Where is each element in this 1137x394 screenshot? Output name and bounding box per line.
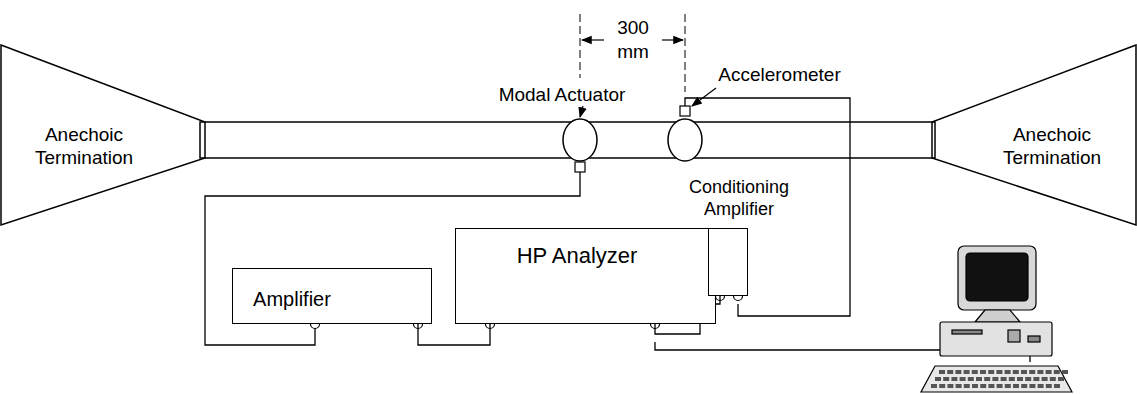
reference-line — [580, 14, 581, 78]
key — [931, 384, 937, 388]
key — [1029, 370, 1035, 374]
key — [972, 370, 978, 374]
key — [976, 377, 982, 381]
keyboard-keys — [931, 370, 1068, 388]
node-label: Anechoic Termination — [982, 124, 1122, 170]
analyzer-box: HP Analyzer — [455, 228, 716, 324]
signal-wire — [418, 324, 490, 345]
amplifier-box: Amplifier — [232, 268, 432, 324]
key — [968, 377, 974, 381]
key — [1037, 370, 1043, 374]
key — [1029, 384, 1035, 388]
key — [1005, 370, 1011, 374]
key — [1017, 377, 1023, 381]
reference-line — [685, 14, 686, 92]
key — [951, 377, 957, 381]
key — [964, 384, 970, 388]
key — [939, 384, 945, 388]
conditioning-amplifier: Conditioning Amplifier — [708, 228, 748, 296]
key — [1050, 377, 1056, 381]
dimension-label: 300 mm — [606, 16, 660, 64]
node-label: HP Analyzer — [455, 243, 700, 269]
node-label: Conditioning Amplifier — [679, 177, 799, 220]
key — [1013, 370, 1019, 374]
key — [1005, 384, 1011, 388]
key — [1021, 384, 1027, 388]
key — [939, 370, 945, 374]
anechoic-termination: Anechoic Termination — [930, 44, 1137, 226]
key — [1013, 384, 1019, 388]
key — [1054, 370, 1060, 374]
leader-arrow — [692, 88, 716, 106]
accelerometer-ring — [668, 119, 702, 161]
key — [980, 370, 986, 374]
key — [1054, 384, 1060, 388]
key — [1062, 370, 1068, 374]
key — [956, 384, 962, 388]
key — [1021, 370, 1027, 374]
key — [996, 370, 1002, 374]
key — [935, 377, 941, 381]
part-label: Accelerometer — [712, 64, 847, 87]
key — [988, 384, 994, 388]
key — [980, 384, 986, 388]
modal-actuator — [563, 119, 597, 161]
key — [997, 384, 1003, 388]
node-label: Amplifier — [237, 287, 347, 311]
dimension-arrow — [662, 39, 683, 40]
key — [1058, 377, 1064, 381]
node-label: Anechoic Termination — [14, 124, 154, 170]
actuator-connector — [575, 162, 585, 172]
accelerometer — [680, 106, 690, 116]
key — [1033, 377, 1039, 381]
computer — [921, 246, 1072, 392]
key — [992, 377, 998, 381]
key — [988, 370, 994, 374]
key — [964, 370, 970, 374]
horn-outline — [1, 45, 205, 225]
anechoic-termination: Anechoic Termination — [0, 44, 207, 226]
horn-outline — [932, 45, 1136, 225]
key — [1001, 377, 1007, 381]
key — [1042, 377, 1048, 381]
key — [947, 370, 953, 374]
dimension-arrow — [582, 39, 604, 40]
key — [984, 377, 990, 381]
key — [955, 370, 961, 374]
key — [1025, 377, 1031, 381]
key — [1046, 384, 1052, 388]
key — [1009, 377, 1015, 381]
key — [943, 377, 949, 381]
key — [1046, 370, 1052, 374]
part-label: Modal Actuator — [492, 84, 632, 107]
key — [947, 384, 953, 388]
key — [960, 377, 966, 381]
key — [972, 384, 978, 388]
key — [1038, 384, 1044, 388]
leader-arrow — [580, 106, 583, 117]
